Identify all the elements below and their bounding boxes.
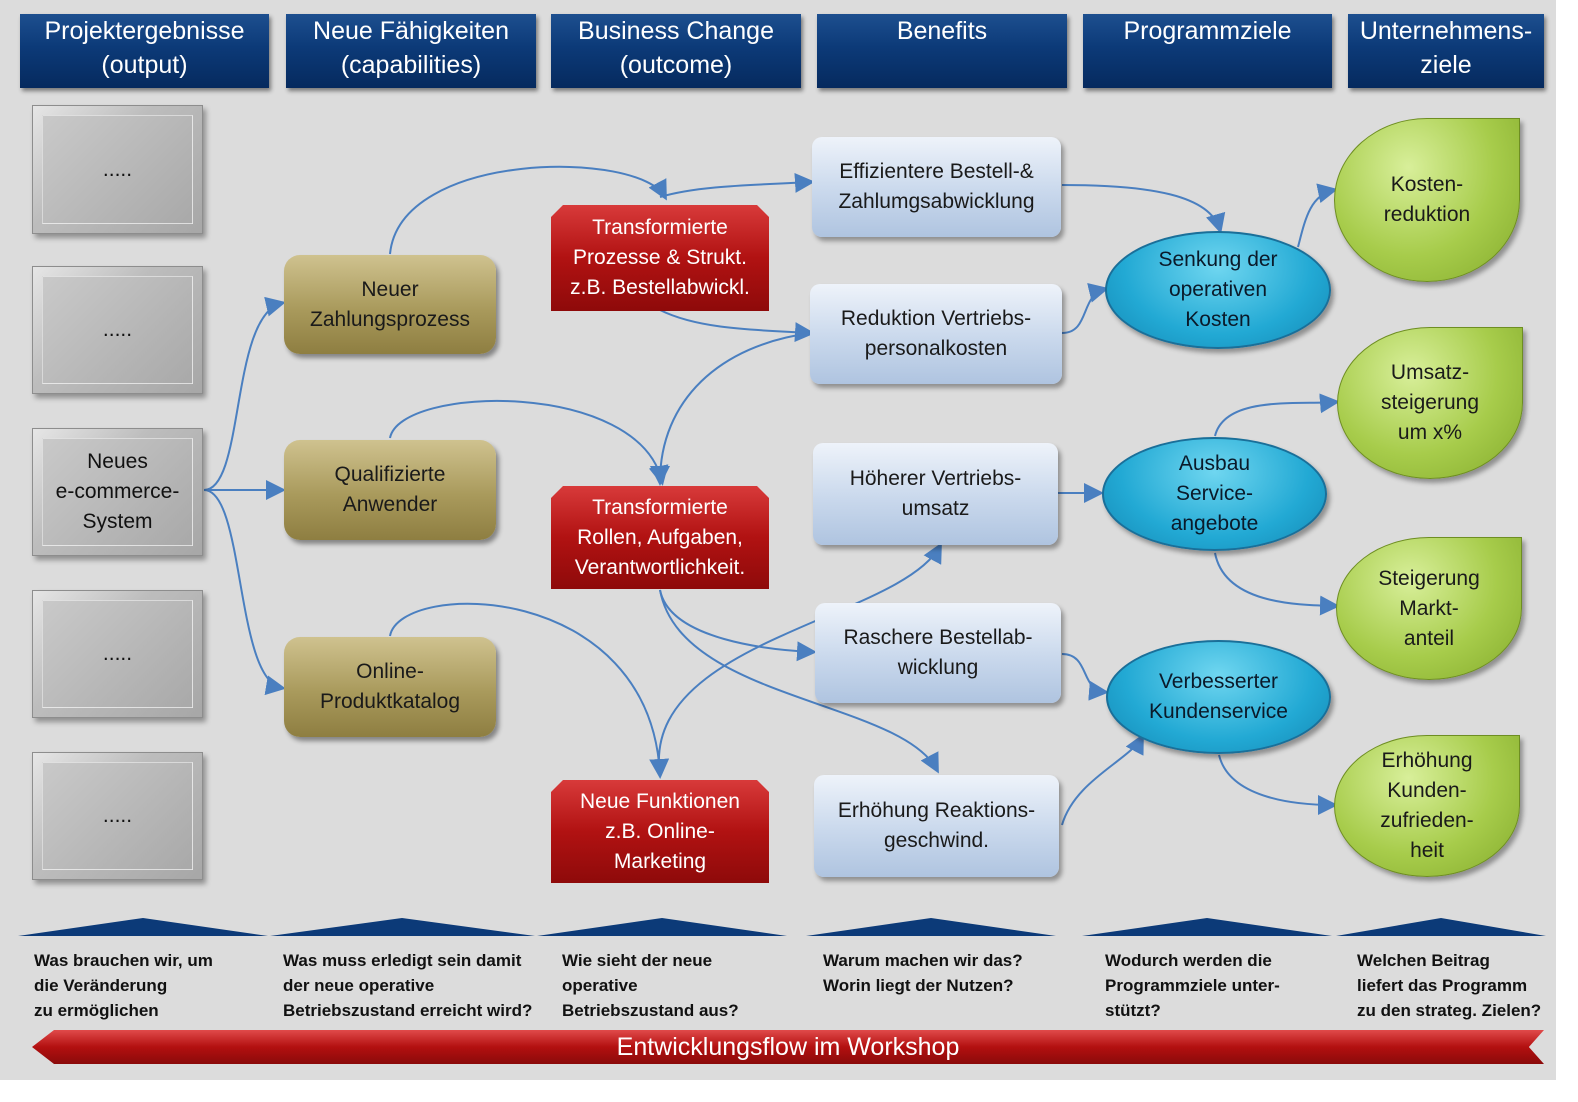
outcome-funktionen: Neue Funktionen z.B. Online- Marketing: [551, 780, 769, 883]
header-projektergebnisse: Projektergebnisse (output): [20, 14, 269, 88]
output-box-1: .....: [32, 105, 203, 234]
arrow-raschere-to-kundenservice: [1061, 653, 1109, 701]
header-benefits: Benefits: [817, 14, 1067, 88]
arrow-system-to-zahlungsprozess: [203, 296, 286, 491]
outcome-label: Transformierte Prozesse & Strukt. z.B. B…: [570, 216, 750, 299]
header-label: Neue Fähigkeiten (capabilities): [313, 17, 509, 79]
outcome-label: Neue Funktionen z.B. Online- Marketing: [580, 789, 740, 873]
question-output: Was brauchen wir, um die Veränderung zu …: [34, 951, 213, 1020]
benefit-raschere: Raschere Bestellab- wicklung: [815, 603, 1061, 703]
header-neue-faehigkeiten: Neue Fähigkeiten (capabilities): [286, 14, 536, 88]
header-label: Unternehmens- ziele: [1359, 17, 1533, 79]
header-label: Projektergebnisse (output): [44, 17, 245, 79]
output-label: .....: [102, 642, 133, 665]
arrow-prozesse-to-effizientere: [659, 172, 815, 198]
capability-katalog: Online- Produktkatalog: [284, 637, 496, 737]
pointer-triangle: [806, 918, 1056, 936]
benefit-effizientere: Effizientere Bestell-& Zahlumgsabwicklun…: [812, 137, 1061, 237]
arrow-ausbau-to-umsatz: [1214, 393, 1340, 437]
arrow-effizientere-to-senkung: [1061, 184, 1226, 234]
flow-arrow-bar: Entwicklungsflow im Workshop: [32, 1030, 1544, 1064]
capability-zahlungsprozess: Neuer Zahlungsprozess: [284, 255, 496, 354]
program-goal-senkung: Senkung der operativen Kosten: [1105, 231, 1331, 349]
header-business-change: Business Change (outcome): [551, 14, 801, 88]
arrow-ausbau-to-markt: [1214, 552, 1340, 616]
diagram-canvas: [0, 0, 1556, 1080]
header-label: Business Change (outcome): [578, 17, 774, 79]
arrow-erhoehung-to-kundenservice: [1061, 733, 1144, 826]
arrow-prozesse-to-reduktion: [659, 309, 815, 343]
header-label: Programmziele: [1123, 17, 1292, 45]
connector-arrows: [203, 165, 1340, 826]
company-goal-zufriedenheit: Erhöhung Kunden- zufrieden- heit: [1334, 735, 1520, 877]
benefit-label: Höherer Vertriebs- umsatz: [849, 467, 1022, 520]
question-outcome: Wie sieht der neue operative Betriebszus…: [562, 951, 739, 1020]
question-programmziele: Wodurch werden die Programmziele unter- …: [1105, 951, 1280, 1020]
capability-label: Online- Produktkatalog: [319, 660, 461, 713]
question-capabilities: Was muss erledigt sein damit der neue op…: [283, 951, 533, 1020]
company-goal-marktanteil: Steigerung Markt- anteil: [1336, 537, 1522, 680]
capability-label: Qualifizierte Anwender: [334, 463, 446, 516]
question-benefits: Warum machen wir das? Worin liegt der Nu…: [823, 951, 1023, 995]
arrow-system-to-katalog: [203, 489, 286, 696]
outcome-label: Transformierte Rollen, Aufgaben, Verantw…: [574, 495, 746, 579]
benefit-label: Reduktion Vertriebs- personalkosten: [840, 307, 1032, 360]
arrow-funktionen-to-hoeherer: [657, 542, 942, 776]
output-box-2: .....: [32, 266, 203, 394]
capability-anwender: Qualifizierte Anwender: [284, 440, 496, 540]
pointer-triangle: [1082, 918, 1332, 936]
capability-label: Neuer Zahlungsprozess: [310, 277, 470, 331]
flow-label: Entwicklungsflow im Workshop: [616, 1032, 960, 1061]
arrow-senkung-to-kosten: [1297, 183, 1338, 248]
arrow-rollen-to-raschere: [659, 589, 817, 662]
pointer-triangle: [270, 918, 535, 936]
company-goal-label: Erhöhung Kunden- zufrieden- heit: [1380, 749, 1474, 862]
arrow-reduktion-to-rollen: [650, 332, 812, 486]
benefit-label: Effizientere Bestell-& Zahlumgsabwicklun…: [838, 160, 1035, 213]
pointer-triangle: [1336, 918, 1546, 936]
arrow-kundenservice-to-zufriedenheit: [1218, 754, 1338, 815]
arrow-anwender-to-rollen: [389, 399, 669, 486]
company-goal-label: Umsatz- steigerung um x%: [1380, 361, 1480, 444]
output-box-5: .....: [32, 752, 203, 880]
company-goal-kostenreduktion: Kosten- reduktion: [1334, 118, 1520, 282]
output-label: .....: [102, 157, 133, 181]
program-goal-ausbau: Ausbau Service- angebote: [1102, 437, 1327, 551]
benefit-label: Raschere Bestellab- wicklung: [843, 626, 1033, 679]
company-goal-label: Steigerung Markt- anteil: [1378, 566, 1480, 650]
program-goal-kundenservice: Verbesserter Kundenservice: [1106, 640, 1331, 754]
company-goal-label: Kosten- reduktion: [1383, 173, 1471, 226]
company-goal-umsatz: Umsatz- steigerung um x%: [1337, 327, 1523, 479]
program-goal-label: Verbesserter Kundenservice: [1149, 670, 1288, 723]
output-label: Neues e-commerce- System: [55, 450, 180, 533]
flow-arrow-shape: [32, 1030, 1544, 1064]
arrow-reduktion-to-senkung: [1061, 283, 1109, 334]
question-unternehmensziele: Welchen Beitrag liefert das Programm zu …: [1357, 951, 1542, 1020]
arrow-zahlung-to-prozesse: [389, 165, 667, 255]
outcome-rollen: Transformierte Rollen, Aufgaben, Verantw…: [551, 486, 769, 589]
pointer-triangle: [537, 918, 787, 936]
benefit-reduktion: Reduktion Vertriebs- personalkosten: [810, 284, 1062, 384]
arrow-katalog-to-funktionen: [389, 602, 670, 779]
program-goal-label: Senkung der operativen Kosten: [1158, 248, 1278, 331]
benefit-label: Erhöhung Reaktions- geschwind.: [837, 799, 1036, 852]
arrow-rollen-to-erhoehung: [659, 589, 939, 774]
output-box-4: .....: [32, 590, 203, 718]
header-programmziele: Programmziele: [1083, 14, 1332, 88]
benefit-erhoehung: Erhöhung Reaktions- geschwind.: [814, 775, 1059, 877]
output-label: .....: [102, 318, 133, 341]
output-label: .....: [102, 804, 133, 827]
pointer-triangle: [18, 918, 268, 936]
outcome-prozesse: Transformierte Prozesse & Strukt. z.B. B…: [551, 205, 769, 311]
benefit-hoeherer: Höherer Vertriebs- umsatz: [813, 443, 1058, 545]
header-label: Benefits: [896, 17, 988, 45]
program-goal-label: Ausbau Service- angebote: [1170, 452, 1259, 535]
header-unternehmensziele: Unternehmens- ziele: [1348, 14, 1544, 88]
output-box-ecommerce: Neues e-commerce- System: [32, 428, 203, 556]
